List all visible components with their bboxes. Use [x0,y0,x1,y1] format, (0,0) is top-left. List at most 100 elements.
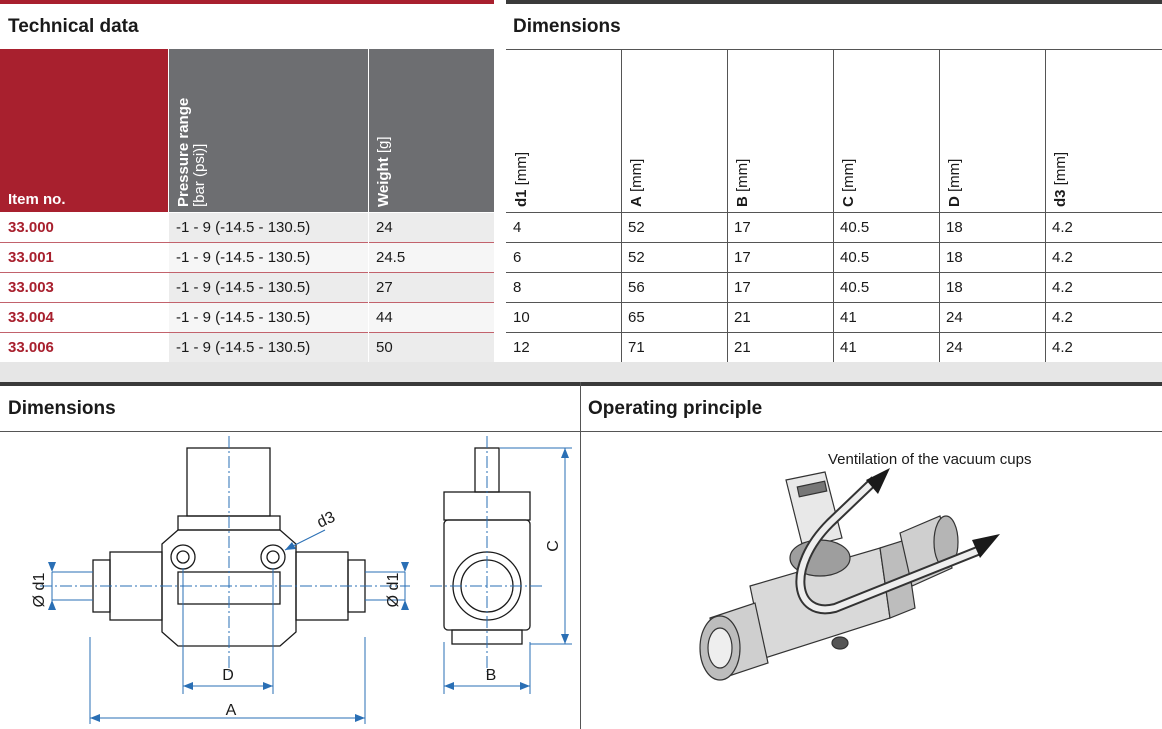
weight-value: 24 [376,219,393,236]
item-number: 33.000 [8,219,54,236]
D-label: D [222,667,234,684]
operating-rule [581,431,1162,432]
dimension-cell: 52 [628,249,645,266]
front-left-hole [170,544,196,570]
dimensions-drawing-rule [0,431,580,432]
dimension-cell: 8 [513,279,522,296]
dimension-cell: 6 [513,249,522,266]
item-number: 33.001 [8,249,54,266]
dimension-column-header: B [mm] [734,158,751,207]
dimension-cell: 24 [946,339,963,356]
dimensions-drawing-title: Dimensions [8,398,116,419]
pressure-value: -1 - 9 (-14.5 - 130.5) [176,309,311,326]
dimension-header-unit: [mm] [734,158,751,192]
technical-row-divider [0,242,494,243]
dimension-column-divider [939,49,940,362]
technical-row-divider [0,272,494,273]
dimension-cell: 4.2 [1052,279,1073,296]
technical-column-divider [368,49,369,362]
technical-row-divider [0,332,494,333]
dimension-cell: 56 [628,279,645,296]
dimension-row-divider [506,242,1162,243]
item-number: 33.004 [8,309,54,326]
technical-row [169,213,494,242]
pressure-header-bold: Pressure range [175,97,192,207]
dimensions-drawing-topbar [0,382,580,386]
dimension-column-header: D [mm] [946,158,963,207]
dimension-header-unit: [mm] [946,158,963,192]
item-header-label: Item no. [8,191,66,208]
dimension-header-bold: d3 [1052,189,1069,207]
dimension-drawing: Ø d1 Ø d1 d3 D A B C [31,436,572,724]
dimension-column-header: A [mm] [628,159,645,207]
d1-right-label: Ø d1 [385,573,402,608]
dimension-header-unit: [mm] [1052,151,1069,186]
weight-header-cell [369,49,494,212]
technical-row [169,333,494,362]
dimension-column-divider [621,49,622,362]
pressure-header-cell [169,49,368,212]
bottom-vertical-divider [580,382,581,729]
B-label: B [486,667,497,684]
dimension-cell: 17 [734,219,751,236]
item-header-cell [0,49,168,212]
airflow-in-arrow [866,468,890,494]
weight-header-unit: [g] [375,136,392,154]
dimension-cell: 10 [513,309,530,326]
dimension-column-divider [727,49,728,362]
dimension-row-divider [506,332,1162,333]
dimension-cell: 4.2 [1052,249,1073,266]
dimension-header-bold: B [734,196,751,207]
dimension-cell: 40.5 [840,279,870,296]
dimension-cell: 17 [734,279,751,296]
dimension-cell: 4.2 [1052,339,1073,356]
dimension-row-divider [506,302,1162,303]
pressure-value: -1 - 9 (-14.5 - 130.5) [176,279,311,296]
technical-row-divider [0,302,494,303]
weight-value: 50 [376,339,393,356]
dimension-cell: 18 [946,279,963,296]
pressure-header-unit: [bar (psi)] [191,143,208,207]
dimension-cell: 65 [628,309,645,326]
weight-header-label: Weight [g] [375,136,392,207]
operating-topbar [581,382,1162,386]
pressure-value: -1 - 9 (-14.5 - 130.5) [176,219,311,236]
dimension-cell: 21 [734,309,751,326]
dimension-cell: 4 [513,219,522,236]
operating-title: Operating principle [588,398,763,419]
d1-left-label: Ø d1 [31,573,48,608]
dimension-column-header: d3 [mm] [1052,151,1069,207]
dimension-cell: 40.5 [840,249,870,266]
dimension-cell: 4.2 [1052,219,1073,236]
dimension-cell: 4.2 [1052,309,1073,326]
front-body [161,529,297,647]
dimension-column-divider [1045,49,1046,362]
dimension-header-bold: d1 [513,189,530,207]
C-label: C [545,540,562,552]
dimension-cell: 18 [946,219,963,236]
dimensions-table-topbar [506,0,1162,4]
front-right-hole [260,544,286,570]
weight-value: 27 [376,279,393,296]
weight-header-bold: Weight [375,157,392,207]
dimension-cell: 12 [513,339,530,356]
dimension-header-bold: D [946,196,963,207]
operating-caption: Ventilation of the vacuum cups [828,451,1032,468]
dimensions-table-header-row [506,49,1162,50]
pressure-value: -1 - 9 (-14.5 - 130.5) [176,249,311,266]
dimension-header-bold: C [840,196,857,207]
dimension-cell: 17 [734,249,751,266]
pressure-value: -1 - 9 (-14.5 - 130.5) [176,339,311,356]
technical-row [169,243,494,272]
section-separator [0,362,1162,382]
dimension-header-unit: [mm] [840,158,857,192]
technical-topbar [0,0,494,4]
technical-title: Technical data [8,16,139,37]
dimension-row-divider [506,272,1162,273]
item-number: 33.003 [8,279,54,296]
dimension-cell: 21 [734,339,751,356]
technical-row [169,303,494,332]
dimension-column-divider [833,49,834,362]
dimension-cell: 40.5 [840,219,870,236]
dimension-cell: 52 [628,219,645,236]
